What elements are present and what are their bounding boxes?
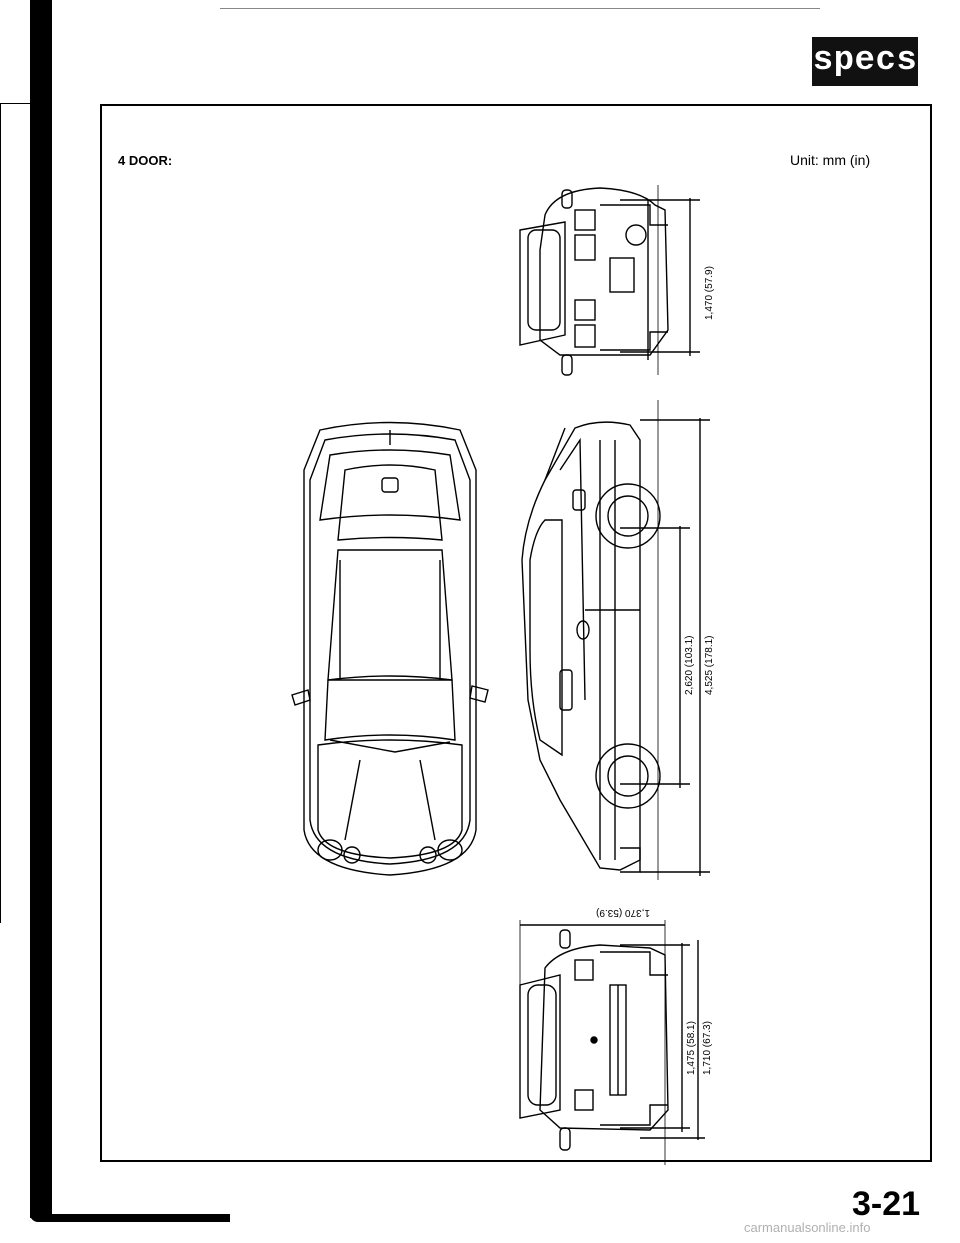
rear-track-dimension: 1,475 (58.1) bbox=[686, 1021, 697, 1075]
top-view-illustration bbox=[291, 421, 489, 876]
top-rule bbox=[220, 8, 820, 9]
front-view-illustration bbox=[519, 929, 669, 1151]
side-view-illustration bbox=[521, 421, 661, 873]
left-rule bbox=[0, 103, 30, 104]
front-track-dimension: 1,370 (53.9) bbox=[596, 907, 650, 918]
watermark: carmanualsonline.info bbox=[744, 1220, 871, 1235]
length-dimension: 4,525 (178.1) bbox=[704, 636, 715, 696]
rear-view-illustration bbox=[519, 187, 669, 376]
width-dimension: 1,710 (67.3) bbox=[702, 1021, 713, 1075]
page-number: 3-21 bbox=[852, 1185, 921, 1223]
wheelbase-dimension: 2,620 (103.1) bbox=[684, 636, 695, 696]
binding-bar bbox=[30, 0, 52, 1218]
left-edge-line bbox=[0, 103, 1, 923]
diagram-panel bbox=[100, 104, 932, 1162]
door-label: 4 DOOR: bbox=[118, 153, 173, 168]
specs-badge: specs bbox=[812, 37, 918, 86]
height-dimension: 1,470 (57.9) bbox=[704, 266, 715, 320]
unit-label: Unit: mm (in) bbox=[790, 152, 871, 168]
binding-foot bbox=[30, 1214, 230, 1222]
